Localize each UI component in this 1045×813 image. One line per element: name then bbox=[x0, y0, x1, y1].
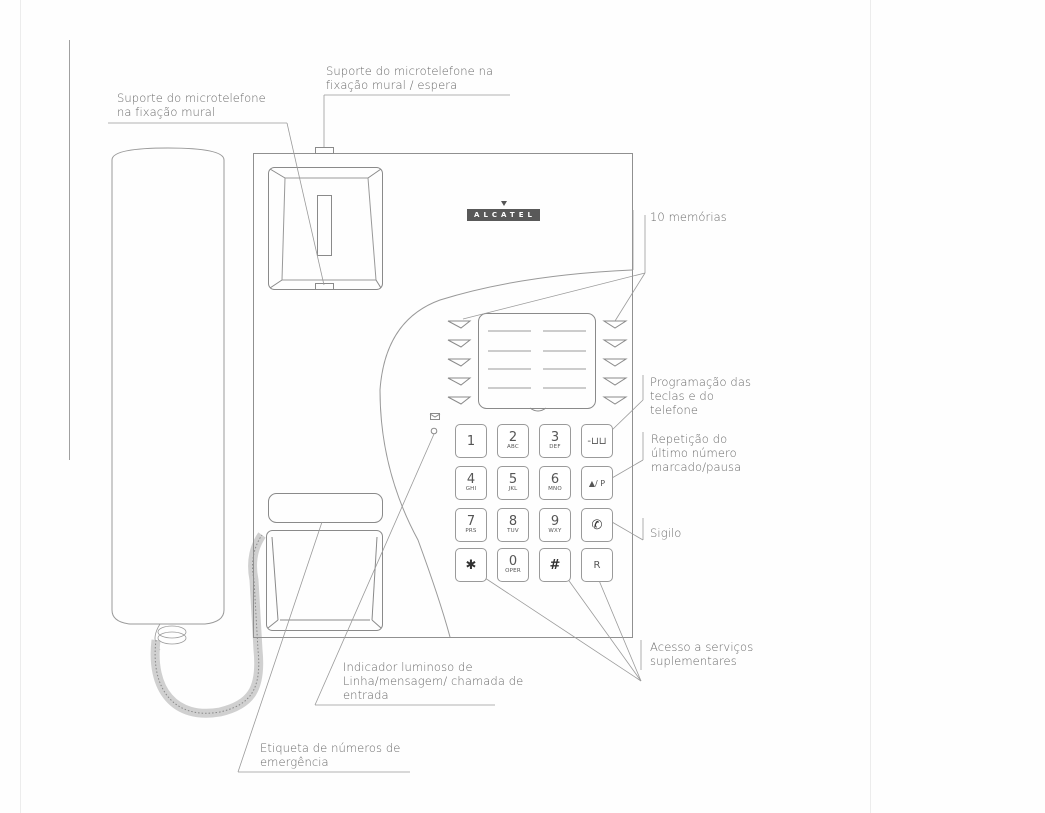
programming-icon: -⊔⊔ bbox=[587, 435, 607, 447]
coiled-cord bbox=[150, 532, 266, 718]
key-r[interactable]: R bbox=[581, 548, 613, 582]
memory-label-panel bbox=[478, 313, 596, 409]
alcatel-logo: ALCATEL bbox=[467, 209, 540, 221]
handset bbox=[111, 147, 225, 625]
key-hash[interactable]: # bbox=[539, 548, 571, 582]
line-indicator-led bbox=[430, 427, 438, 435]
label-indicator: Indicador luminoso de Linha/mensagem/ ch… bbox=[343, 660, 524, 702]
bottom-handset-holder bbox=[266, 530, 383, 631]
top-handset-holder bbox=[268, 167, 383, 290]
redial-pause-icon: ▲/ P bbox=[588, 478, 606, 488]
redial-pause-key[interactable]: ▲/ P bbox=[581, 466, 613, 500]
page-left-rule bbox=[20, 0, 21, 813]
mute-handset-icon: ✆ bbox=[591, 517, 603, 533]
alcatel-logo-mark bbox=[501, 201, 507, 206]
message-envelope-icon bbox=[430, 413, 440, 420]
programming-key[interactable]: -⊔⊔ bbox=[581, 424, 613, 458]
mute-key[interactable]: ✆ bbox=[581, 508, 613, 542]
phone-base bbox=[253, 153, 633, 638]
label-mute: Sigilo bbox=[650, 526, 682, 540]
label-emergency: Etiqueta de números de emergência bbox=[260, 741, 401, 769]
label-redial: Repetição do último número marcado/pausa bbox=[651, 432, 742, 474]
label-wall-mount-hold: Suporte do microtelefone na fixação mura… bbox=[326, 64, 494, 92]
key-1[interactable]: 1 bbox=[455, 424, 487, 458]
page-right-rule bbox=[870, 0, 871, 813]
memory-keys bbox=[447, 320, 628, 405]
label-programming: Programação das teclas e do telefone bbox=[650, 375, 752, 417]
key-star[interactable]: ✱ bbox=[455, 548, 487, 582]
emergency-label-slot bbox=[268, 493, 383, 523]
label-wall-mount: Suporte do microtelefone na fixação mura… bbox=[117, 91, 266, 119]
label-memories: 10 memórias bbox=[650, 210, 727, 224]
label-supplementary: Acesso a serviços suplementares bbox=[650, 640, 754, 668]
